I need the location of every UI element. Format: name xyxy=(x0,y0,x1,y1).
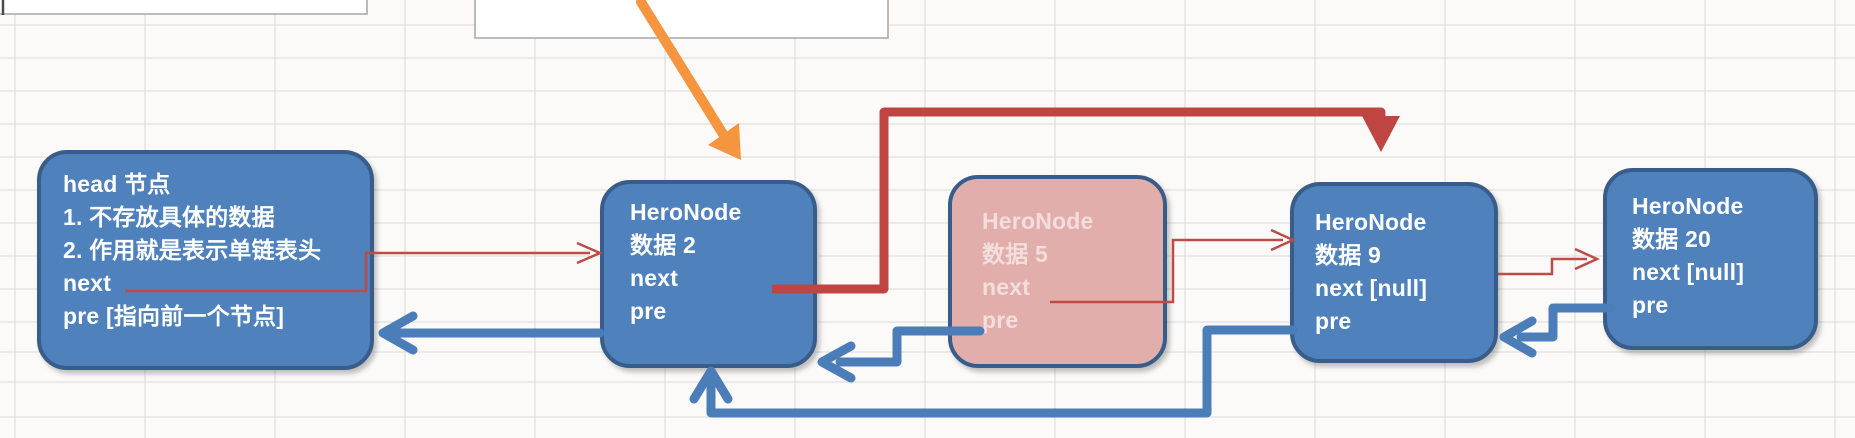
node-pre-field: pre xyxy=(1632,292,1669,318)
node-value: 数据 20 xyxy=(1632,226,1711,252)
node-head-title: head 节点 xyxy=(63,171,171,197)
node-title: HeroNode xyxy=(630,199,742,225)
node-next-field: next xyxy=(982,274,1031,300)
node-pre-field: pre xyxy=(630,298,667,324)
node-data-2[interactable]: HeroNode 数据 2 next pre xyxy=(600,180,817,368)
node-next-field: next [null] xyxy=(1632,259,1745,285)
node-title: HeroNode xyxy=(1632,193,1744,219)
node-data-5-highlighted[interactable]: HeroNode 数据 5 next pre xyxy=(948,175,1167,368)
node-title: HeroNode xyxy=(1315,209,1427,235)
node-data-20[interactable]: HeroNode 数据 20 next [null] pre xyxy=(1603,168,1818,350)
node-data-9[interactable]: HeroNode 数据 9 next [null] pre xyxy=(1290,182,1498,363)
merged-cell-top-left[interactable] xyxy=(0,0,368,15)
node-pre-field: pre xyxy=(1315,308,1352,334)
node-value: 数据 9 xyxy=(1315,242,1381,268)
node-head-note-2: 2. 作用就是表示单链表头 xyxy=(63,237,322,263)
node-head-note-1: 1. 不存放具体的数据 xyxy=(63,204,275,230)
node-head[interactable]: head 节点 1. 不存放具体的数据 2. 作用就是表示单链表头 next p… xyxy=(37,150,374,370)
node-next-field: next xyxy=(630,265,679,291)
node-pre-field: pre xyxy=(982,307,1019,333)
node-head-next-field: next xyxy=(63,270,112,296)
node-value: 数据 5 xyxy=(982,241,1048,267)
node-next-field: next [null] xyxy=(1315,275,1428,301)
node-title: HeroNode xyxy=(982,208,1094,234)
node-head-pre-field: pre [指向前一个节点] xyxy=(63,303,285,329)
node-value: 数据 2 xyxy=(630,232,696,258)
